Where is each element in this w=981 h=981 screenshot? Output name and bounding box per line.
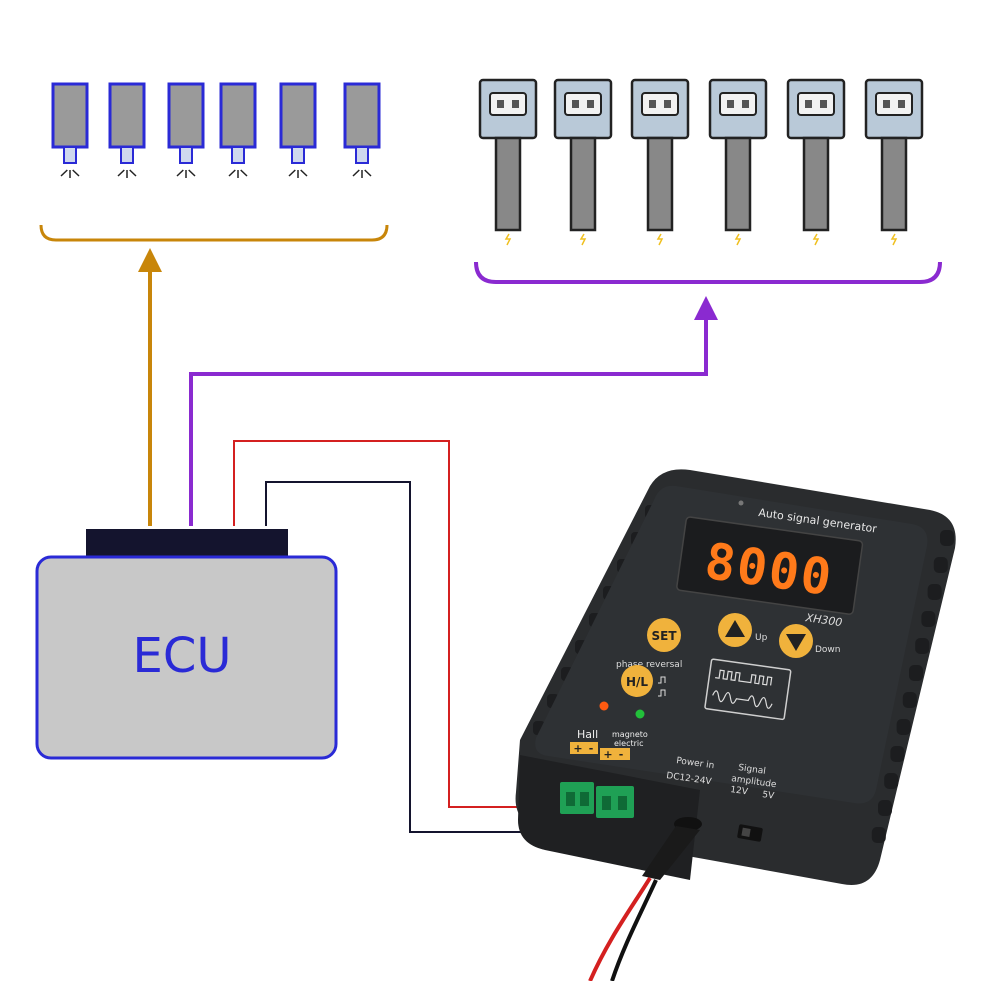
phase-reversal-label: phase reversal xyxy=(616,660,682,670)
led-display xyxy=(676,516,864,615)
magneto-terminal-marking xyxy=(600,748,630,760)
signal-12v-label: 12V xyxy=(730,785,750,797)
amplitude-switch-knob xyxy=(741,827,751,837)
square-wave-icon xyxy=(715,669,773,686)
ecu-label: ECU xyxy=(133,628,232,684)
phase-wave-icon xyxy=(658,676,666,697)
magneto-led-indicator xyxy=(635,709,645,719)
set-button[interactable] xyxy=(647,618,681,652)
hall-plus-label: + xyxy=(573,742,582,755)
fuel-injector-icon xyxy=(219,82,257,178)
injector-bracket xyxy=(39,224,389,242)
ignition-coil-icon xyxy=(553,78,613,246)
set-button-label: SET xyxy=(651,629,677,643)
ignition-coil-icon xyxy=(630,78,690,246)
device-side-ridges xyxy=(533,505,954,843)
hl-button[interactable] xyxy=(621,665,653,697)
ignition-coil-icon xyxy=(864,78,924,246)
hall-terminal-marking xyxy=(570,742,598,754)
injector-arrow-head xyxy=(138,248,162,272)
power-cable-plug xyxy=(642,826,700,880)
ignition-coil-icon xyxy=(478,78,538,246)
signal-amplitude-label-line1: Signal xyxy=(738,763,767,777)
magneto-label-line1: magneto xyxy=(612,730,648,739)
ignition-coil-bracket xyxy=(474,261,942,284)
positive-wire xyxy=(233,440,572,808)
ignition-coil-icon xyxy=(708,78,768,246)
waveform-panel xyxy=(704,658,792,721)
ignition-coil-icon xyxy=(786,78,846,246)
hall-led-indicator xyxy=(599,701,609,711)
sine-wave-icon xyxy=(712,690,773,709)
magneto-label-line2: electric xyxy=(614,739,644,748)
magneto-minus-label: - xyxy=(619,748,624,761)
hall-label: Hall xyxy=(577,728,598,741)
negative-wire xyxy=(265,481,572,833)
power-indicator xyxy=(738,500,744,506)
injector-group xyxy=(51,82,381,178)
down-button-label: Down xyxy=(815,645,841,655)
ignition-signal-wire xyxy=(189,316,708,526)
power-cable-red xyxy=(588,876,652,981)
ecu-box xyxy=(35,555,338,760)
ecu-unit: ECU xyxy=(35,529,338,760)
fuel-injector-icon xyxy=(343,82,381,178)
ecu-connector xyxy=(86,529,288,559)
power-cable-black xyxy=(610,879,658,981)
fuel-injector-icon xyxy=(167,82,205,178)
signal-generator-device: Auto signal generator 8000 XH300 SET Up … xyxy=(515,469,956,981)
up-arrow-icon xyxy=(725,620,745,637)
signal-5v-label: 5V xyxy=(762,790,776,802)
ignition-arrow-head xyxy=(694,296,718,320)
up-button-label: Up xyxy=(755,633,768,643)
ignition-coil-group xyxy=(478,78,924,246)
magneto-terminal-block[interactable] xyxy=(596,786,634,818)
wires xyxy=(138,248,718,833)
fuel-injector-icon xyxy=(108,82,146,178)
magneto-plus-label: + xyxy=(603,748,612,761)
model-label: XH300 xyxy=(804,611,843,629)
fuel-injector-icon xyxy=(51,82,89,178)
hall-minus-label: - xyxy=(589,742,594,755)
hall-terminal-block[interactable] xyxy=(560,782,594,814)
down-arrow-icon xyxy=(786,634,806,651)
hl-button-label: H/L xyxy=(626,675,648,689)
fuel-injector-icon xyxy=(279,82,317,178)
